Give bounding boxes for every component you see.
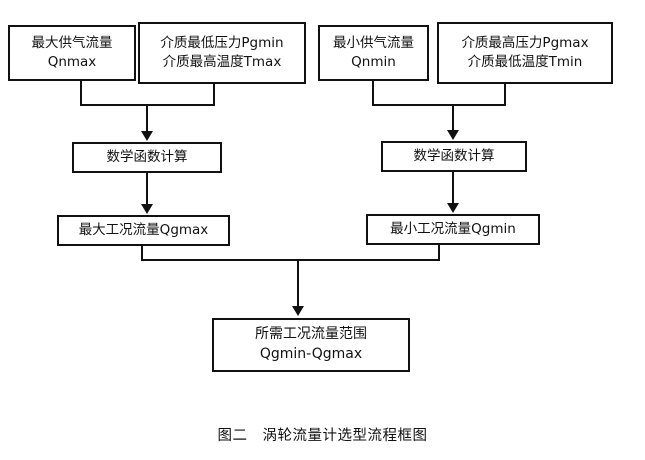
edge-qgmin-drop: [438, 245, 440, 261]
node-qgmax: 最大工况流量Qgmax: [57, 215, 230, 246]
arrowhead-into-qgmin: [447, 203, 459, 213]
edge-right-merge-stem: [452, 104, 454, 131]
node-line-2: 介质最低温度Tmin: [467, 54, 583, 70]
node-qgmin: 最小工况流量Qgmin: [366, 214, 540, 245]
edge-bottom-merge-bar: [141, 259, 440, 261]
node-min-supply-flow: 最小供气流量 Qnmin: [318, 25, 429, 81]
node-max-supply-flow: 最大供气流量 Qnmax: [8, 25, 136, 81]
arrowhead-into-calc-right: [447, 130, 459, 140]
edge-min-supply-flow-drop: [372, 81, 374, 106]
node-line-1: 数学函数计算: [413, 147, 495, 164]
figure-caption: 图二 涡轮流量计选型流程框图: [217, 428, 428, 444]
edge-calc-right-to-qgmin: [452, 172, 454, 203]
node-line-2: Qgmin-Qgmax: [259, 346, 363, 362]
node-calc-left: 数学函数计算: [72, 142, 222, 173]
node-line-1: 介质最高压力Pgmax: [461, 34, 589, 51]
edge-bottom-merge-stem: [297, 259, 299, 307]
node-line-1: 最大供气流量: [31, 34, 113, 51]
edge-left-merge-stem: [146, 104, 148, 132]
node-max-pressure-min-temp: 介质最高压力Pgmax 介质最低温度Tmin: [437, 22, 613, 84]
node-min-pressure-max-temp: 介质最低压力Pgmin 介质最高温度Tmax: [138, 22, 306, 84]
arrowhead-into-result-range: [292, 306, 304, 316]
node-result-range: 所需工况流量范围 Qgmin-Qgmax: [212, 318, 410, 372]
node-line-1: 介质最低压力Pgmin: [160, 34, 284, 51]
edge-calc-left-to-qgmax: [146, 173, 148, 204]
edge-max-supply-flow-drop: [80, 81, 82, 106]
arrowhead-into-qgmax: [141, 204, 153, 214]
node-line-2: 介质最高温度Tmax: [162, 54, 282, 70]
edge-qgmax-drop: [141, 246, 143, 261]
node-line-2: Qnmin: [351, 54, 396, 70]
edge-max-pressure-min-temp-drop: [504, 84, 506, 106]
node-line-1: 最小供气流量: [333, 34, 414, 51]
node-line-1: 最小工况流量Qgmin: [390, 220, 516, 237]
node-calc-right: 数学函数计算: [381, 141, 527, 172]
arrowhead-into-calc-left: [141, 131, 153, 141]
edge-right-merge-bar: [372, 104, 506, 106]
node-line-2: Qnmax: [47, 54, 97, 70]
node-line-1: 所需工况流量范围: [255, 326, 367, 343]
node-line-1: 最大工况流量Qgmax: [78, 221, 209, 238]
edge-min-pressure-max-temp-drop: [213, 84, 215, 106]
node-line-1: 数学函数计算: [106, 148, 188, 165]
